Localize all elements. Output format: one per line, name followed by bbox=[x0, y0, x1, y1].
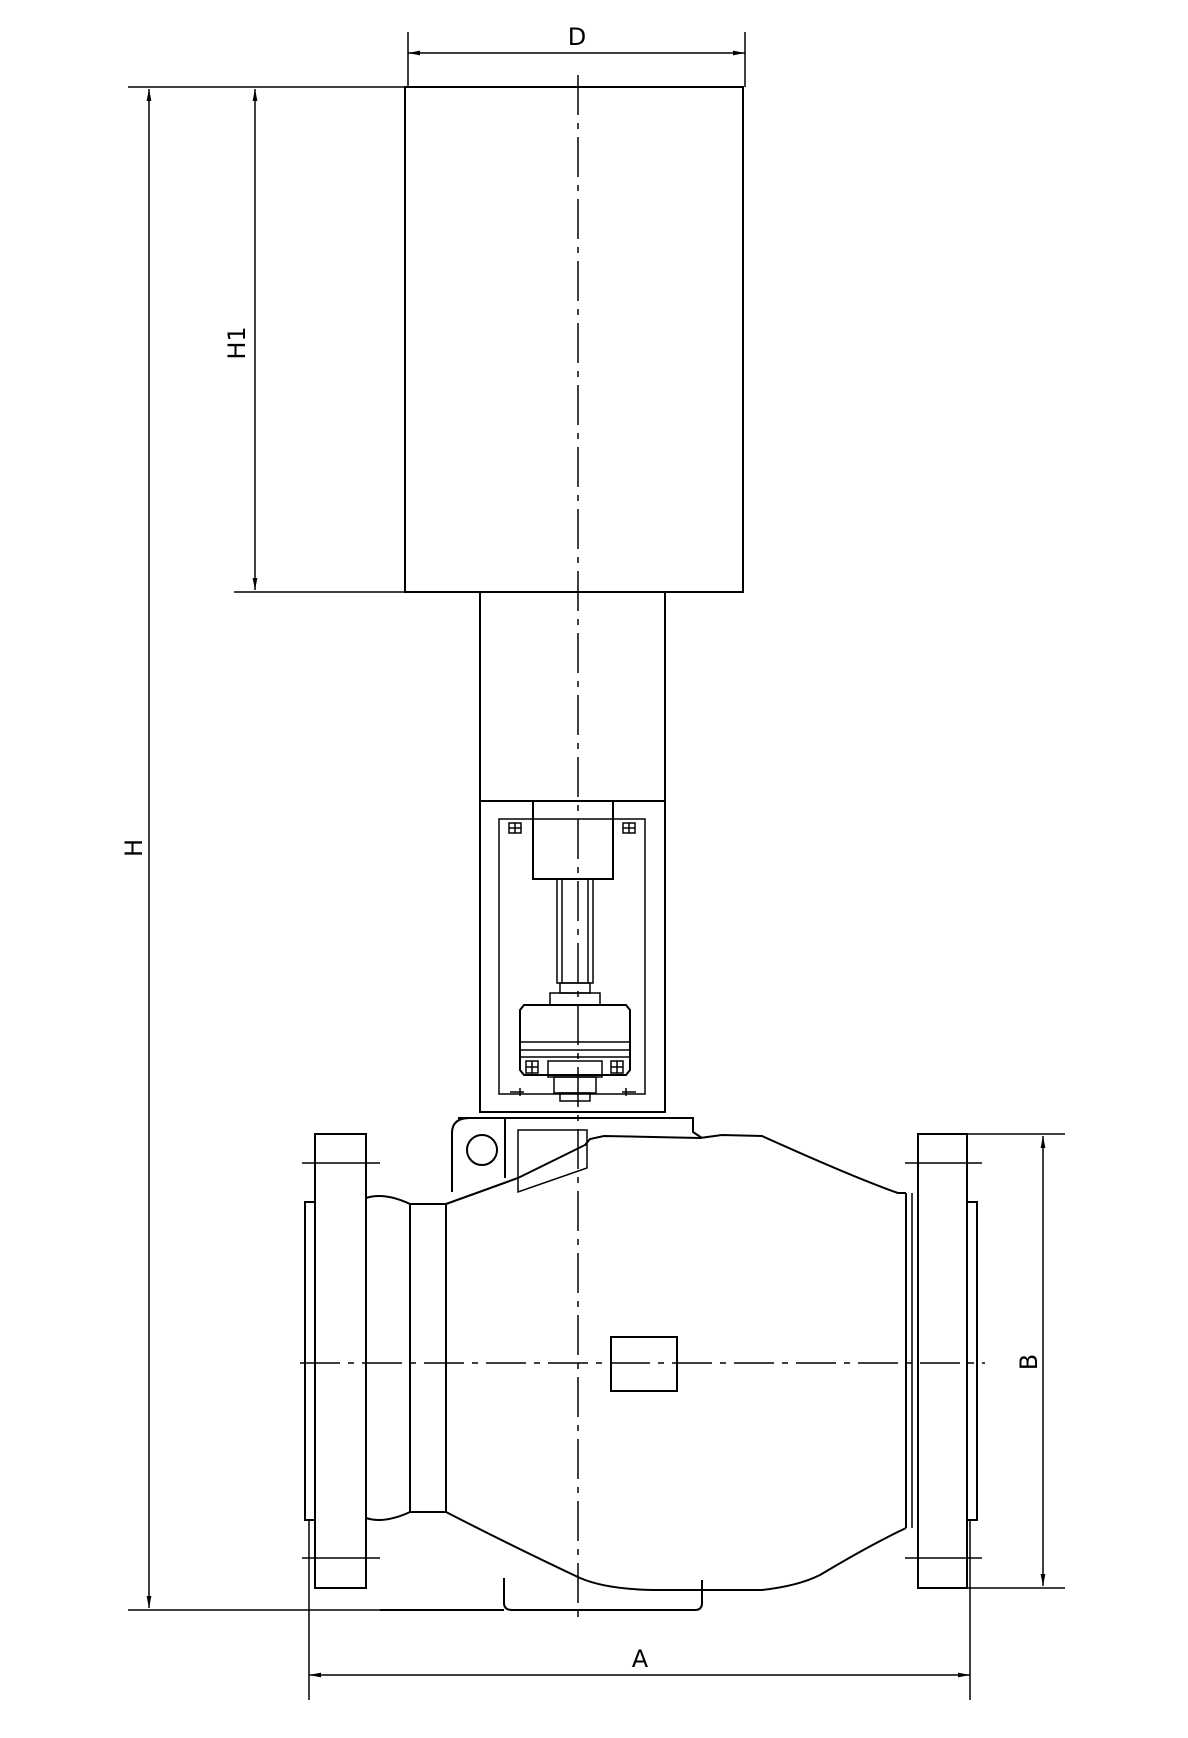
dimension-a: A bbox=[308, 1520, 971, 1700]
right-flange bbox=[905, 1133, 982, 1589]
dimension-h: H bbox=[120, 86, 405, 1611]
dimension-d: D bbox=[407, 23, 746, 87]
dimension-b-label: B bbox=[1015, 1354, 1043, 1370]
dimension-a-label: A bbox=[632, 1645, 649, 1673]
actuator-cylinder bbox=[404, 86, 744, 593]
dimension-h1: H1 bbox=[223, 89, 405, 593]
left-flange bbox=[302, 1133, 380, 1589]
dimension-d-label: D bbox=[568, 23, 586, 51]
valve-body bbox=[365, 1117, 913, 1611]
dimension-h1-label: H1 bbox=[223, 326, 251, 359]
yoke-bracket bbox=[479, 591, 666, 1113]
dimension-h-label: H bbox=[120, 839, 148, 857]
coupling-assembly bbox=[508, 800, 636, 1102]
center-lines bbox=[300, 75, 985, 1625]
dimension-b: B bbox=[967, 1133, 1065, 1589]
